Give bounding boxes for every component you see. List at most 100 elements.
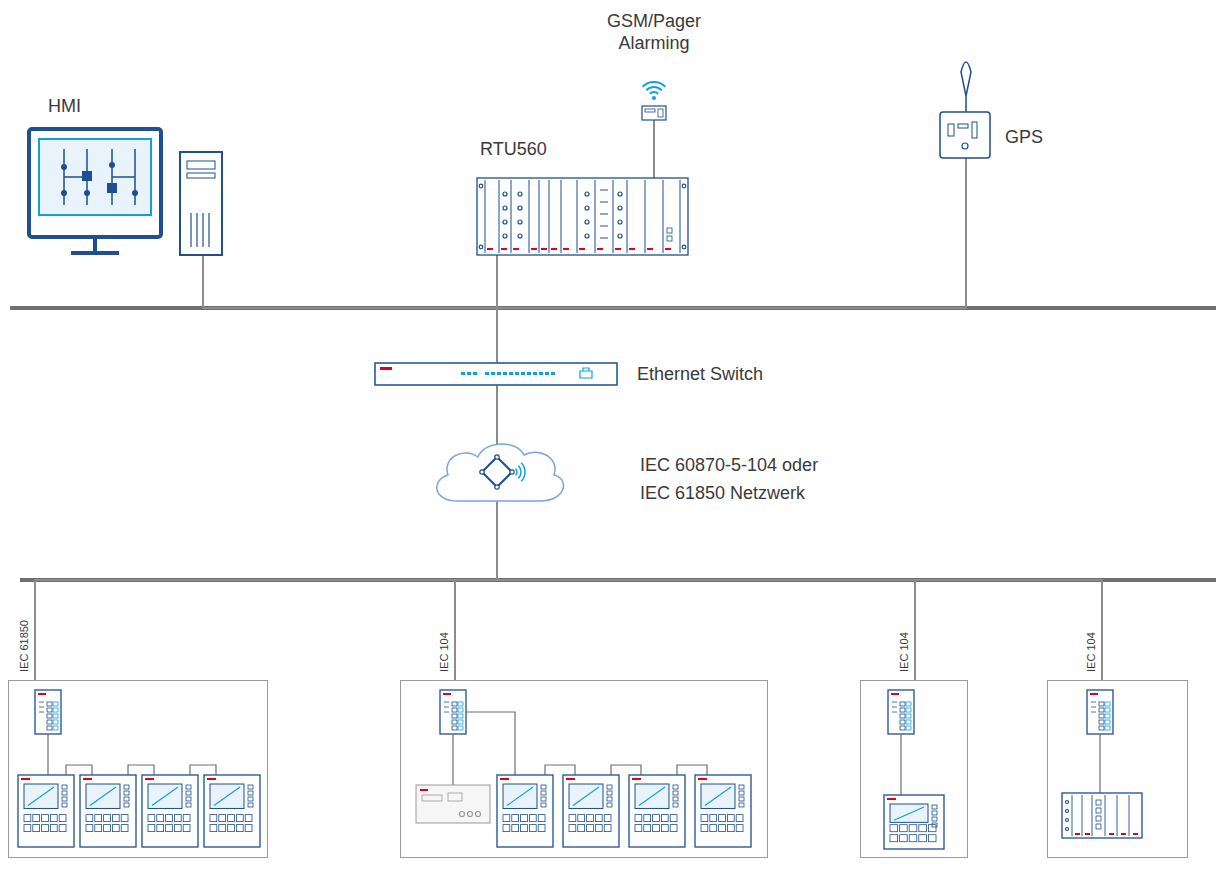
connector-line [496, 255, 498, 363]
switch-port [1099, 720, 1104, 724]
switch-symbol [107, 183, 117, 193]
substation-box: IEC 104 [400, 680, 768, 858]
brand-mark [579, 248, 585, 250]
switch-symbol [82, 171, 92, 181]
substation-box: IEC 104 [1047, 680, 1188, 858]
relay-key [24, 815, 31, 822]
relay-display [569, 784, 603, 808]
relay-key [166, 825, 173, 832]
relay-key [538, 825, 545, 832]
brand-mark [647, 248, 653, 250]
module-led [585, 206, 589, 210]
brand-mark [1121, 833, 1126, 835]
switch-port [458, 720, 463, 724]
relay-display [635, 784, 669, 808]
protocol-label: IEC 104 [898, 632, 911, 672]
relay-led [124, 797, 129, 801]
relay-led [124, 803, 129, 807]
device-label: HMI [48, 95, 81, 117]
relay-key [112, 815, 119, 822]
gps-clock [940, 112, 990, 158]
rack-slot [1105, 795, 1106, 836]
router-node [495, 485, 499, 489]
router-node [495, 455, 499, 459]
relay-led [673, 803, 678, 807]
relay-key [33, 815, 40, 822]
switch-port [1105, 720, 1110, 724]
relay-key [569, 815, 576, 822]
modem-port [658, 109, 663, 117]
brand-mark [1109, 833, 1114, 835]
relay-key [50, 815, 57, 822]
protocol-label: IEC 104 [438, 632, 451, 672]
brand-mark [1075, 833, 1080, 835]
relay-key [112, 825, 119, 832]
relay-key [148, 815, 155, 822]
relay-key [900, 825, 908, 832]
relay-key [727, 825, 734, 832]
rack-slot [549, 180, 550, 253]
rtu-rack: RTU560 [477, 178, 688, 255]
relay-key [661, 825, 668, 832]
relay-led [932, 811, 937, 815]
relay-display [86, 784, 120, 808]
device-label: RTU560 [480, 138, 547, 160]
breaker-dot [61, 190, 67, 196]
switch-port [497, 372, 501, 375]
module-led [1066, 810, 1069, 813]
relay-led [62, 791, 67, 795]
ring-wire [677, 765, 707, 775]
switch-port [1099, 708, 1104, 712]
module-led [518, 234, 522, 238]
brand-mark [665, 248, 671, 250]
gps-indicator [972, 122, 977, 138]
breaker-dot [61, 164, 67, 170]
brand-mark [566, 778, 575, 780]
relay-key [529, 815, 536, 822]
switch-port [47, 714, 52, 718]
relay-key [59, 825, 66, 832]
protection-relay [497, 775, 553, 847]
ring-wire [128, 765, 154, 775]
switch-port [47, 726, 52, 730]
module-key [667, 236, 672, 241]
switch-port [461, 372, 465, 375]
relay-key [86, 815, 93, 822]
hmi-workstation: HMI [27, 127, 223, 255]
substation-box-drawing [1047, 680, 1188, 858]
switch-port [53, 714, 58, 718]
switch-port [458, 702, 463, 706]
rack-screw [479, 245, 483, 249]
relay-key [245, 815, 252, 822]
switch-port [521, 372, 525, 375]
relay-key [166, 815, 173, 822]
relay-led [673, 785, 678, 789]
switch-port [900, 714, 905, 718]
relay-led [673, 797, 678, 801]
antenna-mast [965, 96, 967, 112]
relay-key [604, 825, 611, 832]
switch-module [888, 690, 914, 734]
breaker-dot [84, 190, 90, 196]
switch-module [440, 690, 466, 734]
switch-port [452, 708, 457, 712]
module-marking [600, 202, 608, 203]
relay-key [919, 835, 927, 842]
relay-led [932, 817, 937, 821]
rack-slot [680, 180, 681, 253]
module-led [1066, 828, 1069, 831]
relay-key [670, 825, 677, 832]
rack-screw [682, 245, 686, 249]
pc-tower [180, 152, 222, 255]
module-key [667, 228, 672, 233]
display-trace [507, 787, 533, 806]
relay-led [541, 803, 546, 807]
relay-led [541, 785, 546, 789]
brand-mark [21, 778, 30, 780]
relay-display [890, 804, 928, 822]
relay-display [24, 784, 58, 808]
substation-box-drawing [400, 680, 768, 858]
relay-key [736, 825, 743, 832]
ring-wire [545, 765, 575, 775]
rack-slot [1117, 795, 1118, 836]
